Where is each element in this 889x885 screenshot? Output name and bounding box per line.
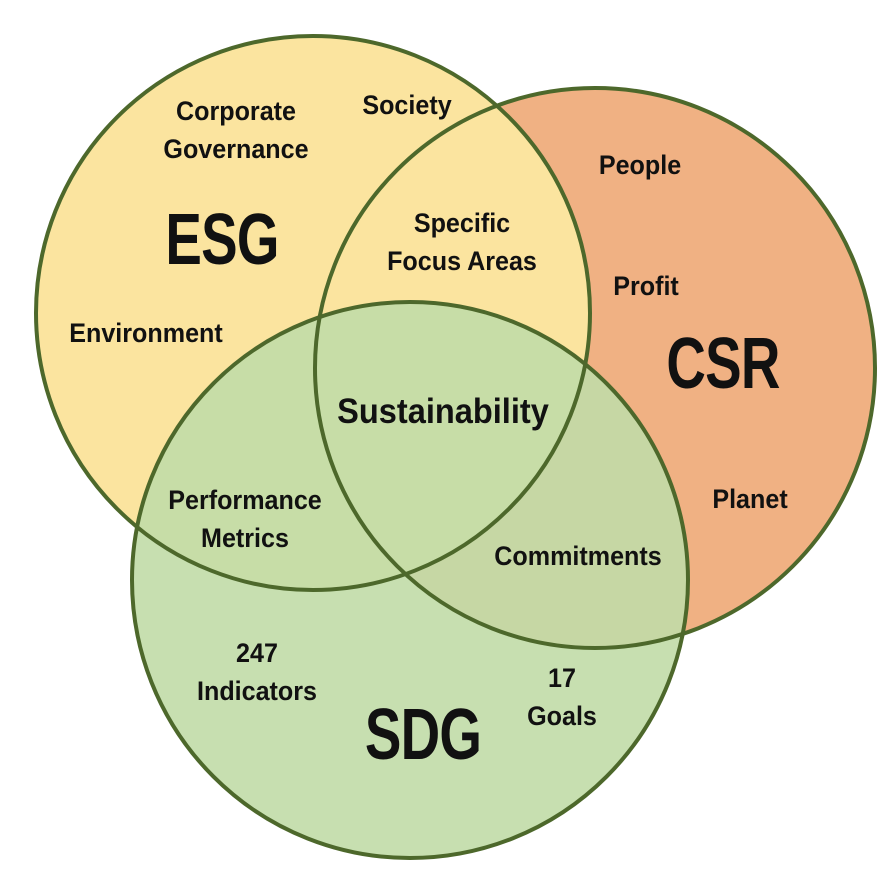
esg-circle-outline [34,34,592,592]
csr-set-title: CSR [666,324,780,404]
sdg-set-title: SDG [364,695,482,775]
sdg-circle-outline [130,300,690,860]
label-specific-focus-areas: Specific Focus Areas [387,208,537,276]
label-performance-metrics: Performance Metrics [168,485,322,553]
label-people: People [598,150,682,180]
label-society: Society [362,90,452,120]
label-planet: Planet [712,484,788,514]
label-17-goals: 17 Goals [527,663,597,731]
csr-circle-outline [313,86,877,650]
label-corporate-governance: Corporate Governance [163,96,309,164]
label-environment: Environment [69,318,223,348]
label-sustainability: Sustainability [337,392,549,431]
label-profit: Profit [613,271,679,301]
esg-set-title: ESG [165,200,279,280]
label-247-indicators: 247 Indicators [197,638,317,706]
label-commitments: Commitments [494,541,662,571]
